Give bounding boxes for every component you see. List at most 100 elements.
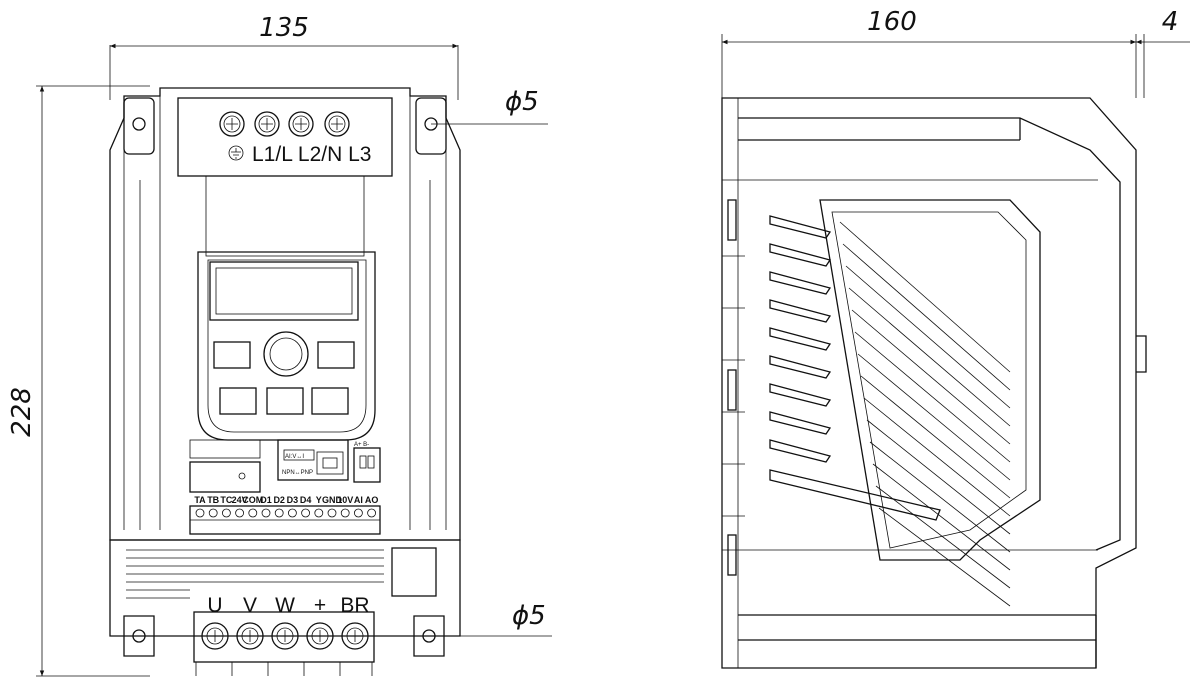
keypad-button-2 xyxy=(266,387,304,415)
control-terminal-label: D4 xyxy=(300,495,312,505)
top-left-mount xyxy=(123,97,155,155)
control-terminal-screw xyxy=(314,508,324,518)
output-terminal-screw xyxy=(236,622,264,650)
depth-label: 160 xyxy=(867,7,917,37)
input-terminal-block: L1/L L2/N L3 xyxy=(177,97,393,257)
output-terminal-screw xyxy=(201,622,229,650)
input-terminal-labels: L1/L L2/N L3 xyxy=(252,143,371,166)
side-vent-panel xyxy=(819,199,1041,561)
louver-slot xyxy=(769,215,832,239)
control-terminal-screw xyxy=(208,508,218,518)
louver-slot xyxy=(769,383,832,407)
input-screw-3 xyxy=(288,111,314,137)
control-terminal-screw xyxy=(327,508,337,518)
output-terminal-label: U xyxy=(207,594,222,617)
louver-slot xyxy=(769,411,832,435)
control-terminal-label: 24V xyxy=(232,495,248,505)
vent-line xyxy=(878,507,1011,607)
louver-slot xyxy=(769,299,832,323)
vent-line xyxy=(860,375,1011,499)
control-terminal-label: AO xyxy=(365,495,379,505)
depth-dimension: 160 4 xyxy=(721,7,1190,98)
bottom-hole-label: ϕ5 xyxy=(512,601,546,631)
vent-line xyxy=(848,287,1011,427)
vent-line xyxy=(839,221,1011,373)
control-terminal-screw xyxy=(287,508,297,518)
lower-section xyxy=(109,539,461,637)
height-label: 228 xyxy=(7,387,37,437)
control-terminal-label: D1 xyxy=(260,495,272,505)
control-terminal-label: COM xyxy=(242,495,263,505)
control-terminal-screw xyxy=(367,508,377,518)
ground-icon xyxy=(228,145,244,161)
bottom-hole-callout: ϕ5 xyxy=(429,601,552,637)
vent-line xyxy=(842,243,1011,391)
side-view: 160 4 xyxy=(721,7,1190,669)
rj45-port xyxy=(316,451,344,475)
louver-slot xyxy=(769,271,832,295)
input-screw-1 xyxy=(219,111,245,137)
keypad-knob xyxy=(263,331,309,377)
control-terminal-screw xyxy=(353,508,363,518)
input-screw-4 xyxy=(324,111,350,137)
vent-line xyxy=(845,265,1011,409)
louver-slot xyxy=(769,469,941,521)
side-slot xyxy=(727,199,737,241)
offset-label: 4 xyxy=(1162,7,1179,37)
control-area: AI:V↔I NPN↔PNP A+ B- xyxy=(189,439,381,493)
vent-line xyxy=(857,353,1011,481)
control-terminal-screw xyxy=(235,508,245,518)
louver-slot xyxy=(769,327,832,351)
control-terminal-screw xyxy=(274,508,284,518)
vent-line xyxy=(863,397,1011,517)
top-hole-callout: ϕ5 xyxy=(431,87,548,125)
keypad-button-3 xyxy=(311,387,349,415)
louver-slot xyxy=(769,439,832,463)
control-terminal-label: Y xyxy=(316,495,322,505)
control-terminal-label: TA xyxy=(194,495,206,505)
control-terminal-label: TC xyxy=(220,495,232,505)
keypad-button-right xyxy=(317,341,355,369)
vent-line xyxy=(854,331,1011,463)
control-terminal-label: GND xyxy=(322,495,343,505)
louver-slot xyxy=(769,243,832,267)
vent-line xyxy=(872,463,1011,571)
control-terminal-screw xyxy=(195,508,205,518)
vent-line xyxy=(866,419,1011,535)
control-terminal-label: AI xyxy=(354,495,363,505)
control-terminal-screw xyxy=(221,508,231,518)
control-terminal-label: D3 xyxy=(287,495,299,505)
switch-block xyxy=(277,439,349,481)
width-dimension: 135 xyxy=(109,13,459,100)
rs485-label: A+ B- xyxy=(354,442,369,448)
logic-switch-label: NPN↔PNP xyxy=(282,470,313,476)
side-slot xyxy=(727,369,737,411)
vent-line xyxy=(851,309,1011,445)
control-terminal-label: TB xyxy=(207,495,219,505)
vent-line xyxy=(869,441,1011,553)
front-view: 135 228 ϕ5 xyxy=(7,13,552,677)
side-body-outline xyxy=(721,97,1137,669)
output-terminal-screw xyxy=(341,622,369,650)
control-terminal-screw xyxy=(248,508,258,518)
control-terminal-screw xyxy=(340,508,350,518)
control-terminal-screw xyxy=(261,508,271,518)
control-terminal-screw xyxy=(301,508,311,518)
vent-line xyxy=(875,485,1011,589)
output-terminal-label: BR xyxy=(340,594,369,617)
output-terminal-label: W xyxy=(275,594,295,617)
louver-slot xyxy=(769,355,832,379)
output-terminal-screw xyxy=(271,622,299,650)
lcd-display xyxy=(209,261,359,321)
top-hole-label: ϕ5 xyxy=(505,87,539,117)
bottom-left-mount xyxy=(123,615,155,657)
output-terminal-screw xyxy=(306,622,334,650)
height-dimension: 228 xyxy=(7,85,150,677)
control-terminal-label: 10V xyxy=(337,495,353,505)
keypad-button-left xyxy=(213,341,251,369)
keypad-panel xyxy=(197,251,376,441)
side-slot xyxy=(727,534,737,576)
